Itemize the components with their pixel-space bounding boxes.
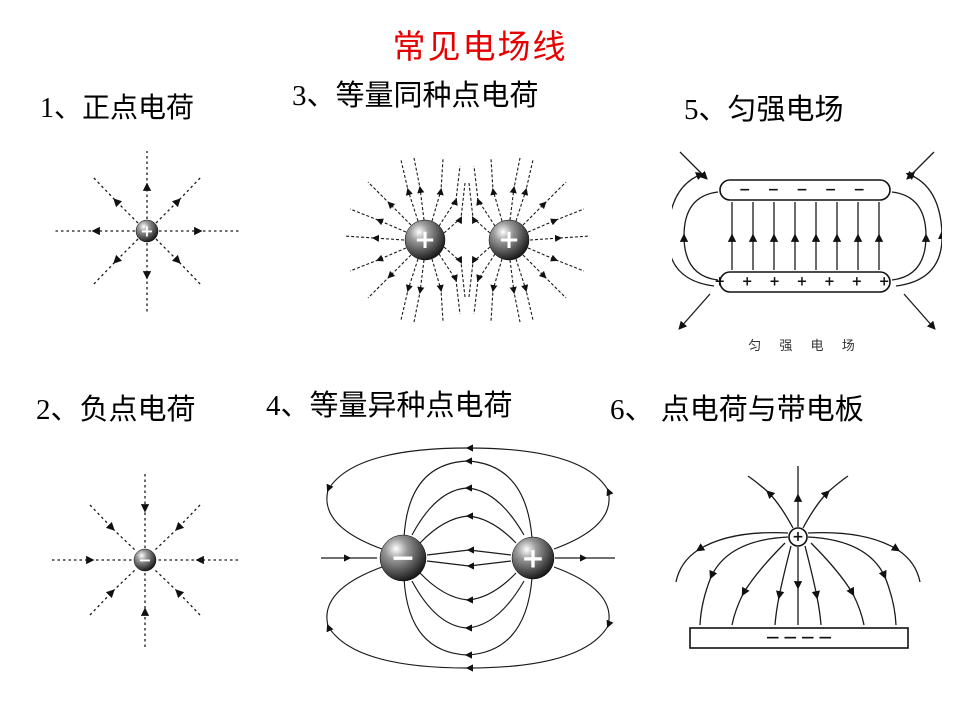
figure-positive-point-charge: + [54,151,240,312]
plus-sign: + [521,542,544,575]
field-lines-like-charges [343,157,591,323]
positive-plate-signs: + + + + + + + [714,275,895,290]
left-plus-sign: + [414,225,436,255]
field-lines-outward [54,151,240,312]
label-uniform-field: 5、匀强电场 [684,94,844,126]
page-title: 常见电场线 [392,30,568,66]
label-equal-like-charges: 3、等量同种点电荷 [292,80,539,112]
minus-sign: − [138,551,151,570]
plus-sign: + [140,222,153,241]
negative-plate-signs: − − − − − [739,182,871,198]
point-charge [788,527,808,547]
negative-plate [719,179,891,201]
plate-minus-signs: — — — — [766,631,832,646]
right-positive-charge-ball [488,219,530,261]
figure-equal-opposite-charges: − + [321,444,615,672]
label-equal-opposite-charges: 4、等量异种点电荷 [266,390,513,422]
plus-sign: + [792,529,804,545]
label-negative-point-charge: 2、负点电荷 [36,394,196,426]
label-positive-point-charge: 1、正点电荷 [40,93,195,124]
positive-charge-ball [135,219,159,243]
negative-charge-ball [133,548,157,572]
minus-sign: − [390,541,415,576]
label-charge-and-plate: 6、 点电荷与带电板 [610,394,864,426]
positive-charge-ball [511,536,555,580]
charged-plate [689,627,909,649]
figure-equal-like-charges: + + [343,157,591,323]
figure-negative-point-charge: − [52,474,238,647]
field-lines-inward [52,474,238,647]
field-lines-dipole [321,444,615,672]
negative-charge-ball [379,534,427,582]
figure-charge-and-plate: + — — — — [675,466,921,649]
field-lines-uniform [672,151,942,330]
left-positive-charge-ball [404,219,446,261]
positive-plate [719,271,891,293]
uniform-field-caption: 匀 强 电 场 [748,339,861,354]
right-plus-sign: + [498,225,520,255]
field-lines-charge-plate [675,466,921,626]
figure-uniform-field: − − − − − + + + + + + + 匀 强 电 场 [672,151,942,354]
